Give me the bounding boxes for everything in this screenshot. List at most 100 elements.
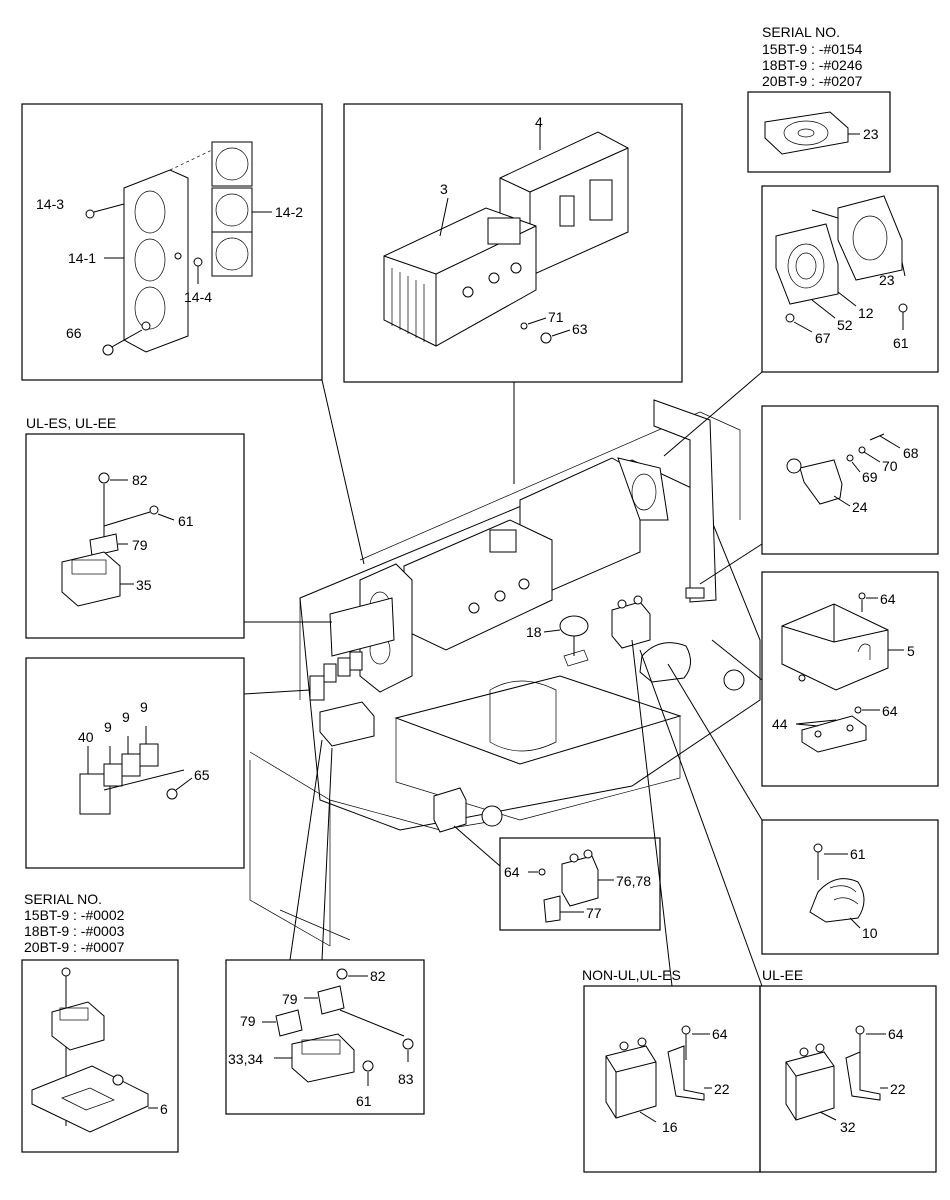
contactor-icon: [561, 855, 599, 907]
bracket-icon: [31, 1065, 149, 1133]
callout-label: 23: [879, 272, 895, 288]
relay-icon: [121, 753, 141, 777]
serial-bottom-title: SERIAL NO.: [24, 891, 102, 907]
fan-23-box: 23: [747, 91, 891, 173]
callout-label: 5: [907, 643, 915, 659]
callout-label: 82: [370, 968, 386, 984]
callout-label: 70: [882, 458, 898, 474]
bracket-icon: [89, 533, 119, 557]
callout-label: 14-3: [36, 196, 64, 212]
callout-label: 9: [104, 719, 112, 735]
bracket-icon: [801, 715, 867, 753]
fan-frame-icon: [123, 169, 189, 353]
fuse-holder-icon: [291, 1033, 355, 1083]
contactor-16-box: 64 22 16: [583, 985, 761, 1173]
controller-box: 4 3 71 63: [343, 103, 683, 383]
ul-es-ee-box: 82 61 79 35: [25, 433, 245, 639]
fan-guard-icon: [775, 223, 839, 305]
relay-icon: [139, 743, 159, 767]
callout-label: 67: [815, 330, 831, 346]
callout-label: 10: [862, 925, 878, 941]
fuse-holder-icon: [61, 551, 121, 607]
callout-label: 4: [535, 114, 543, 130]
callout-label: 9: [140, 699, 148, 715]
callout-label: 35: [136, 577, 152, 593]
relay-box: 9 9 9 40 65: [25, 657, 245, 869]
callout-label: 64: [712, 1026, 728, 1042]
serial-top-line-1: 15BT-9 : -#0154: [762, 41, 863, 57]
callout-label: 61: [850, 846, 866, 862]
callout-label: 14-1: [68, 250, 96, 266]
callout-label: 16: [662, 1119, 678, 1135]
header-ul-ee: UL-EE: [762, 967, 803, 983]
callout-label: 64: [882, 703, 898, 719]
callout-label: 52: [837, 317, 853, 333]
bracket-icon: [543, 895, 561, 923]
bracket-icon: [667, 1045, 705, 1101]
fuse-holder-icon: [51, 1001, 105, 1051]
leader-lines: [243, 371, 763, 987]
switch-box: 68 70 69 24: [761, 405, 939, 555]
upright-icon: [653, 399, 717, 603]
contactor-icon: [605, 1045, 657, 1119]
header-ul-es-ee: UL-ES, UL-EE: [26, 415, 116, 431]
callout-label: 66: [66, 325, 82, 341]
bracket-6-box: 6: [21, 959, 179, 1153]
callout-label: 64: [880, 591, 896, 607]
horn-icon: [639, 642, 691, 683]
callout-label: 64: [504, 864, 520, 880]
serial-number-bottom: SERIAL NO. 15BT-9 : -#0002 18BT-9 : -#00…: [24, 891, 125, 955]
callout-label: 33,34: [228, 1051, 263, 1067]
contactor-icon: [611, 601, 651, 649]
callout-label: 79: [282, 991, 298, 1007]
serial-top-line-3: 20BT-9 : -#0207: [762, 73, 863, 89]
mounting-plate-icon: [329, 597, 395, 657]
serial-bottom-line-1: 15BT-9 : -#0002: [24, 907, 125, 923]
callout-label: 68: [903, 445, 919, 461]
callout-label: 6: [160, 1101, 168, 1117]
callout-label: 14-4: [184, 289, 212, 305]
callout-label: 40: [78, 729, 94, 745]
cooling-fan-icon: [837, 195, 903, 281]
bracket-icon: [845, 1051, 881, 1101]
contactor-icon: [785, 1051, 835, 1121]
serial-top-line-2: 18BT-9 : -#0246: [762, 57, 863, 73]
callout-label: 63: [572, 321, 588, 337]
callout-label: 65: [194, 767, 210, 783]
serial-top-title: SERIAL NO.: [762, 24, 840, 40]
serial-number-top: SERIAL NO. 15BT-9 : -#0154 18BT-9 : -#02…: [762, 24, 863, 89]
callout-label: 61: [178, 513, 194, 529]
callout-label: 24: [852, 499, 868, 515]
serial-bottom-line-3: 20BT-9 : -#0007: [24, 939, 125, 955]
callout-label: 83: [398, 1071, 414, 1087]
callout-label: 44: [772, 716, 788, 732]
callout-label: 18: [526, 624, 542, 640]
fuse-holder-icon: [319, 701, 375, 747]
horn-box: 61 10: [761, 819, 939, 955]
relay-icon: [103, 763, 123, 787]
fan-assembly-box: 14-2 14-3 14-1 14-4 66: [21, 103, 323, 381]
callout-label: 76,78: [616, 873, 651, 889]
header-non-ul-ul-es: NON-UL,UL-ES: [582, 967, 681, 983]
potentiometer-icon: [559, 615, 589, 637]
callout-label: 9: [122, 709, 130, 725]
fuse-box: 82 79 79 33,34 83 61: [225, 959, 425, 1115]
callout-label: 22: [714, 1081, 730, 1097]
callout-label: 64: [888, 1026, 904, 1042]
callout-label: 23: [863, 126, 879, 142]
contactor-icon: [433, 787, 467, 833]
cover-icon: [781, 603, 889, 691]
callout-label: 32: [840, 1119, 856, 1135]
callout-label: 14-2: [275, 204, 303, 220]
callout-label: 61: [893, 335, 909, 351]
contactor-small-box: 64 76,78 77: [499, 837, 661, 931]
callout-label: 71: [548, 309, 564, 325]
serial-bottom-line-2: 18BT-9 : -#0003: [24, 923, 125, 939]
callout-label: 79: [240, 1013, 256, 1029]
callout-label: 12: [858, 305, 874, 321]
callout-label: 82: [132, 472, 148, 488]
contactor-32-box: 64 22 32: [759, 985, 937, 1173]
callout-label: 77: [586, 905, 602, 921]
horn-icon: [809, 878, 865, 923]
